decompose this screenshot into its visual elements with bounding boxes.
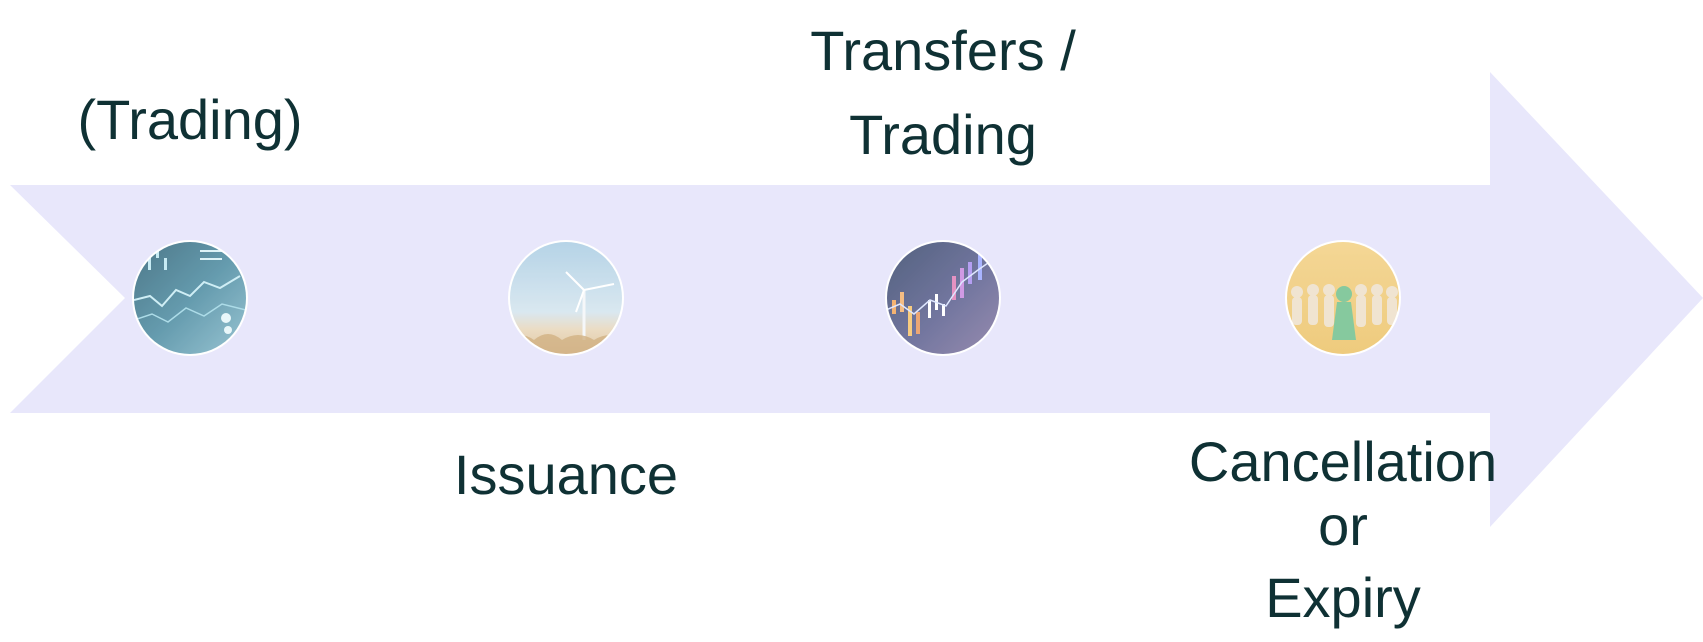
stage-label-line: (Trading)	[77, 88, 303, 151]
stage-label-line: Cancellation	[1188, 430, 1498, 493]
stage-label-line: Trading	[849, 103, 1037, 166]
stage-label-line: Issuance	[453, 443, 679, 506]
timeline-arrow	[10, 72, 1703, 527]
stage-label-trading: (Trading)	[55, 92, 325, 148]
stage-label-line: Transfers /	[810, 19, 1076, 82]
stage-label-cancellation: Cancellation or Expiry	[1153, 430, 1533, 630]
stage-label-line: Expiry	[1265, 566, 1421, 629]
stage-label-transfers: Transfers / Trading	[788, 9, 1098, 177]
data-dashboard-icon	[132, 240, 248, 356]
figures-icon	[1285, 240, 1401, 356]
market-chart-icon	[885, 240, 1001, 356]
stage-label-issuance: Issuance	[431, 447, 701, 503]
stage-label-line: or	[1318, 494, 1368, 557]
